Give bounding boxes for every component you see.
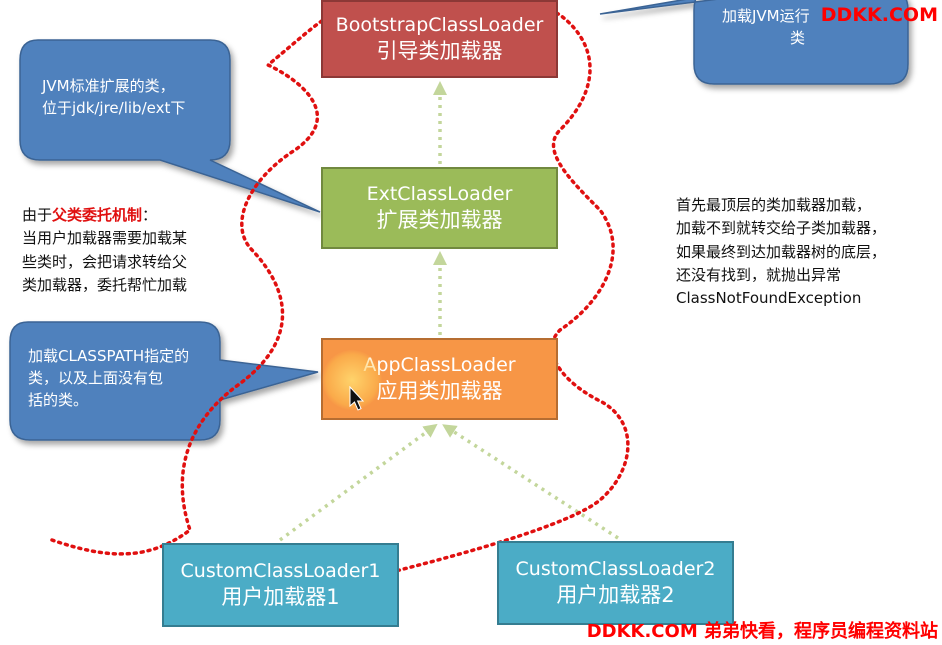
app-bubble-line: 加载CLASSPATH指定的 xyxy=(28,347,190,365)
app-bubble-line: 类，以及上面没有包 xyxy=(28,368,164,387)
bootstrap-classloader-box: BootstrapClassLoader 引导类加载器 xyxy=(321,0,558,78)
app-bubble-text: 加载CLASSPATH指定的 类，以及上面没有包 括的类。 xyxy=(28,346,189,411)
delegation-note-line: 些类时，会把请求转给父 xyxy=(22,252,188,271)
speech-bubble-bootstrap xyxy=(599,0,909,85)
custom-classloader2-box: CustomClassLoader2 用户加载器2 xyxy=(497,541,734,625)
custom-classloader1-box: CustomClassLoader1 用户加载器1 xyxy=(162,543,399,627)
arrow-custom2-to-app xyxy=(442,424,619,540)
ext-bubble-line: 位于jdk/jre/lib/ext下 xyxy=(42,98,186,117)
bootstrap-bubble-text: 加载JVM运行 类 xyxy=(722,6,810,50)
lookup-note-line: 如果最终到达加载器树的底层， xyxy=(676,242,887,261)
custom2-cn-label: 用户加载器2 xyxy=(556,582,675,607)
bootstrap-bubble-line: 加载JVM运行 xyxy=(722,7,810,25)
bootstrap-cn-label: 引导类加载器 xyxy=(376,38,503,63)
mouse-pointer-icon xyxy=(349,386,365,411)
exception-name: ClassNotFoundException xyxy=(676,289,862,307)
lookup-note-line: 首先最顶层的类加载器加载， xyxy=(676,196,872,214)
bootstrap-bubble-line: 类 xyxy=(790,28,806,47)
ext-bubble-line: JVM标准扩展的类， xyxy=(42,77,175,95)
custom2-en-label: CustomClassLoader2 xyxy=(515,558,716,580)
app-cn-label: 应用类加载器 xyxy=(376,378,503,403)
ext-bubble-text: JVM标准扩展的类， 位于jdk/jre/lib/ext下 xyxy=(42,76,185,120)
lookup-note-line: 加载不到就转交给子类加载器， xyxy=(676,219,887,238)
bootstrap-en-label: BootstrapClassLoader xyxy=(335,14,544,36)
arrow-custom1-to-app xyxy=(278,423,438,542)
app-en-label: AppClassLoader xyxy=(363,354,516,376)
watermark-bottom: DDKK.COM 弟弟快看，程序员编程资料站 xyxy=(586,621,938,642)
ext-cn-label: 扩展类加载器 xyxy=(376,207,503,232)
delegation-path xyxy=(50,0,630,577)
lookup-note-line: 还没有找到，就抛出异常 xyxy=(676,265,842,284)
delegation-note-line: 类加载器，委托帮忙加载 xyxy=(22,275,188,294)
custom1-cn-label: 用户加载器1 xyxy=(221,584,340,609)
speech-bubble-ext xyxy=(19,39,321,213)
ext-en-label: ExtClassLoader xyxy=(366,183,513,205)
delegation-note-title: 由于父类委托机制： xyxy=(22,206,158,224)
delegation-note: 由于父类委托机制： 当用户加载器需要加载某 些类时，会把请求转给父 类加载器，委… xyxy=(22,204,187,297)
custom1-en-label: CustomClassLoader1 xyxy=(180,560,381,582)
watermark-top: DDKK.COM xyxy=(820,4,938,26)
app-bubble-line: 括的类。 xyxy=(28,390,89,409)
ext-classloader-box: ExtClassLoader 扩展类加载器 xyxy=(321,167,558,249)
speech-bubble-app xyxy=(9,321,319,441)
delegation-note-line: 当用户加载器需要加载某 xyxy=(22,229,188,248)
lookup-note: 首先最顶层的类加载器加载， 加载不到就转交给子类加载器， 如果最终到达加载器树的… xyxy=(676,194,886,310)
delegation-keyword: 父类委托机制 xyxy=(52,206,143,224)
